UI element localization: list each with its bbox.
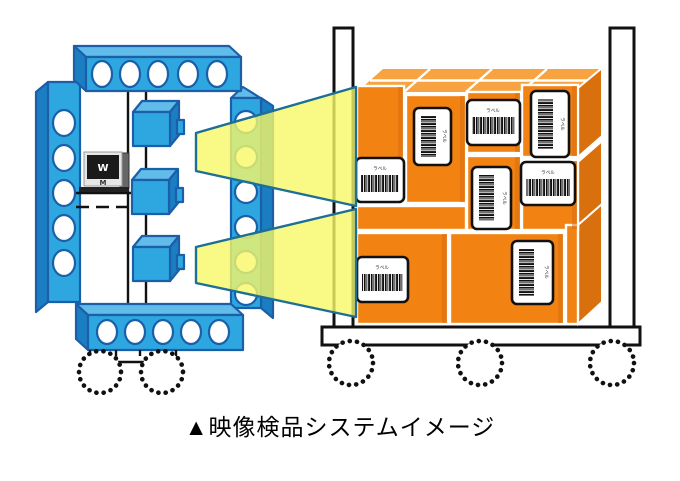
- inspection-gate: W M: [34, 44, 275, 396]
- barcode-label: ラベル: [529, 89, 571, 159]
- wheel: [587, 338, 637, 388]
- monitor-base-letter: M: [100, 179, 107, 187]
- wheel: [455, 338, 505, 388]
- gate-left-column: [34, 80, 82, 314]
- cart-wheels: [326, 338, 637, 388]
- system-illustration: W M: [34, 26, 642, 396]
- box: [564, 223, 580, 326]
- wheel: [326, 338, 376, 388]
- svg-text:ラベル: ラベル: [373, 166, 387, 172]
- barcode-label: ラベル: [470, 165, 513, 231]
- barcode-label: ラベル: [465, 98, 522, 147]
- stack-top-seams: [370, 68, 604, 93]
- svg-text:ラベル: ラベル: [543, 265, 549, 279]
- svg-text:ラベル: ラベル: [559, 117, 565, 131]
- monitor-screen: [87, 155, 119, 179]
- svg-text:ラベル: ラベル: [501, 191, 507, 205]
- gate-bottom-beam-holes: [95, 318, 231, 346]
- camera-beams: [194, 85, 358, 319]
- light-beam-lower: [194, 207, 358, 319]
- gate-top-beam-holes: [90, 59, 229, 89]
- box: [355, 204, 468, 232]
- barcode-label: ラベル: [354, 156, 406, 204]
- svg-text:ラベル: ラベル: [375, 265, 389, 271]
- light-beam-upper: [194, 85, 358, 208]
- camera-icon: [131, 99, 186, 148]
- gate-top-beam: [72, 44, 243, 93]
- svg-text:ラベル: ラベル: [541, 170, 555, 176]
- camera-icon: [130, 167, 185, 216]
- cart-right-post: [608, 26, 636, 330]
- barcode-label: ラベル: [412, 106, 453, 167]
- camera-icon: [131, 234, 186, 283]
- inspection-cameras: [130, 99, 186, 283]
- box-stack: ラベル ラベル ラベル ラベル ラベル ラベル: [354, 65, 604, 327]
- wheel: [138, 348, 186, 396]
- wheel: [76, 348, 124, 396]
- svg-text:ラベル: ラベル: [441, 129, 447, 143]
- gate-bottom-beam: [74, 302, 245, 352]
- gate-wheels: [76, 348, 186, 396]
- monitor-screen-letter: W: [97, 163, 108, 174]
- box-side: [577, 201, 603, 327]
- gate-left-column-holes: [51, 108, 77, 278]
- barcode-label: ラベル: [519, 160, 577, 207]
- barcode-label: ラベル: [355, 255, 410, 304]
- keyboard: [79, 187, 129, 192]
- barcode-label: ラベル: [510, 239, 555, 306]
- image-caption: ▲映像検品システムイメージ: [184, 415, 496, 440]
- svg-text:ラベル: ラベル: [486, 108, 500, 114]
